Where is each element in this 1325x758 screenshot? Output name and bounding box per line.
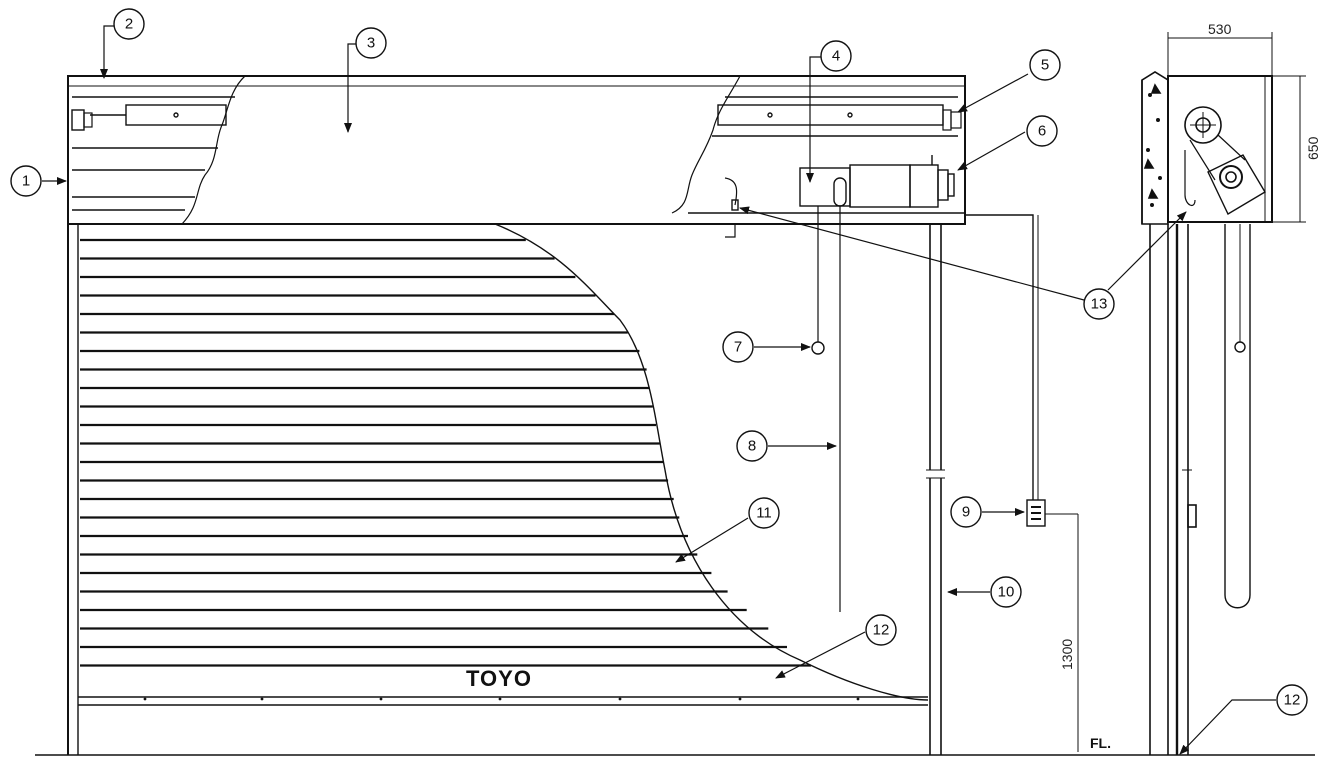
side-section bbox=[1141, 32, 1306, 755]
svg-text:13: 13 bbox=[1091, 296, 1108, 313]
callout-4: 4 bbox=[820, 40, 852, 72]
dim-box-width: 530 bbox=[1208, 21, 1232, 37]
svg-text:4: 4 bbox=[832, 48, 840, 65]
curtain-cutaway-curve bbox=[494, 223, 929, 701]
callout-11: 11 bbox=[748, 497, 780, 529]
right-guide-rail bbox=[926, 224, 945, 755]
callout-12-side: 12 bbox=[1276, 684, 1308, 716]
svg-text:11: 11 bbox=[756, 505, 772, 522]
floor-label: FL. bbox=[1090, 735, 1111, 751]
svg-text:1: 1 bbox=[22, 173, 30, 190]
shutter-box-housing bbox=[67, 75, 966, 225]
side-box bbox=[1167, 75, 1273, 223]
curtain-slats bbox=[80, 238, 811, 667]
svg-text:12: 12 bbox=[1284, 692, 1301, 709]
callout-13: 13 bbox=[1083, 288, 1115, 320]
switch-cable bbox=[965, 214, 1034, 500]
callout-6: 6 bbox=[1026, 115, 1058, 147]
callout-10: 10 bbox=[990, 576, 1022, 608]
chain-handle-ring bbox=[811, 341, 825, 355]
svg-text:5: 5 bbox=[1041, 57, 1049, 74]
motor-body bbox=[849, 164, 911, 208]
callout-5: 5 bbox=[1029, 49, 1061, 81]
right-roll-cutaway bbox=[671, 75, 965, 238]
front-elevation bbox=[35, 75, 1315, 756]
svg-text:2: 2 bbox=[125, 16, 133, 33]
wall-switch bbox=[1026, 499, 1046, 527]
callout-leaders bbox=[42, 25, 1276, 755]
side-drum bbox=[1184, 106, 1222, 144]
callout-7: 7 bbox=[722, 331, 754, 363]
brand-label: TOYO bbox=[466, 666, 532, 691]
dim-box-height: 650 bbox=[1305, 136, 1321, 160]
svg-text:6: 6 bbox=[1038, 123, 1046, 140]
dim-switch-height: 1300 bbox=[1059, 639, 1075, 670]
callout-8: 8 bbox=[736, 430, 768, 462]
left-roll-cutaway bbox=[71, 75, 246, 225]
side-chain-loop bbox=[1224, 224, 1251, 609]
svg-text:7: 7 bbox=[734, 339, 742, 356]
callout-bubbles: 1 2 3 4 5 6 7 8 9 10 11 12 13 12 bbox=[10, 8, 1308, 716]
callout-2: 2 bbox=[113, 8, 145, 40]
svg-text:10: 10 bbox=[998, 584, 1015, 601]
side-wall-hatch bbox=[1141, 71, 1169, 225]
svg-text:8: 8 bbox=[748, 438, 756, 455]
svg-text:9: 9 bbox=[962, 504, 970, 521]
callout-3: 3 bbox=[355, 27, 387, 59]
svg-text:3: 3 bbox=[367, 35, 375, 52]
motor-gearbox bbox=[799, 167, 851, 207]
callout-1: 1 bbox=[10, 165, 42, 197]
callout-9: 9 bbox=[950, 496, 982, 528]
bottom-bar-dots bbox=[143, 697, 860, 701]
callout-12: 12 bbox=[865, 614, 897, 646]
svg-text:12: 12 bbox=[873, 622, 890, 639]
